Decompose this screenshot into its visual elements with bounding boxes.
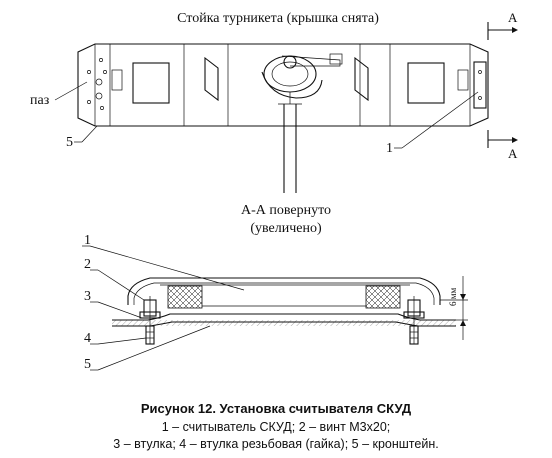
callout-section-5: 5 (84, 357, 91, 372)
foam-left (167, 285, 203, 309)
figure-caption-title: Рисунок 12. Установка считывателя СКУД (140, 401, 412, 416)
section-mark-bottom: A (508, 146, 518, 161)
callout-top-1: 1 (386, 141, 393, 156)
callout-section-2: 2 (84, 257, 91, 272)
section-mark-top: A (508, 10, 518, 25)
figure-caption-line1: 1 – считыватель СКУД; 2 – винт М3х20; (161, 420, 391, 434)
dimension-label: 6 мм (448, 288, 458, 306)
callout-section-3: 3 (84, 289, 91, 304)
turnstile-stand-top-view (54, 22, 518, 193)
callout-section-4: 4 (84, 331, 91, 346)
figure-caption-line2: 3 – втулка; 4 – втулка резьбовая (гайка)… (113, 437, 439, 451)
callout-section-1: 1 (84, 233, 91, 248)
slot-label: паз (30, 93, 50, 108)
top-view-title: Стойка турникета (крышка снята) (177, 11, 379, 26)
section-title-line2: (увеличено) (250, 221, 322, 236)
foam-right (365, 285, 401, 309)
callout-top-5: 5 (66, 135, 73, 150)
section-title-line1: А-А повернуто (241, 203, 331, 218)
section-view (82, 245, 468, 371)
